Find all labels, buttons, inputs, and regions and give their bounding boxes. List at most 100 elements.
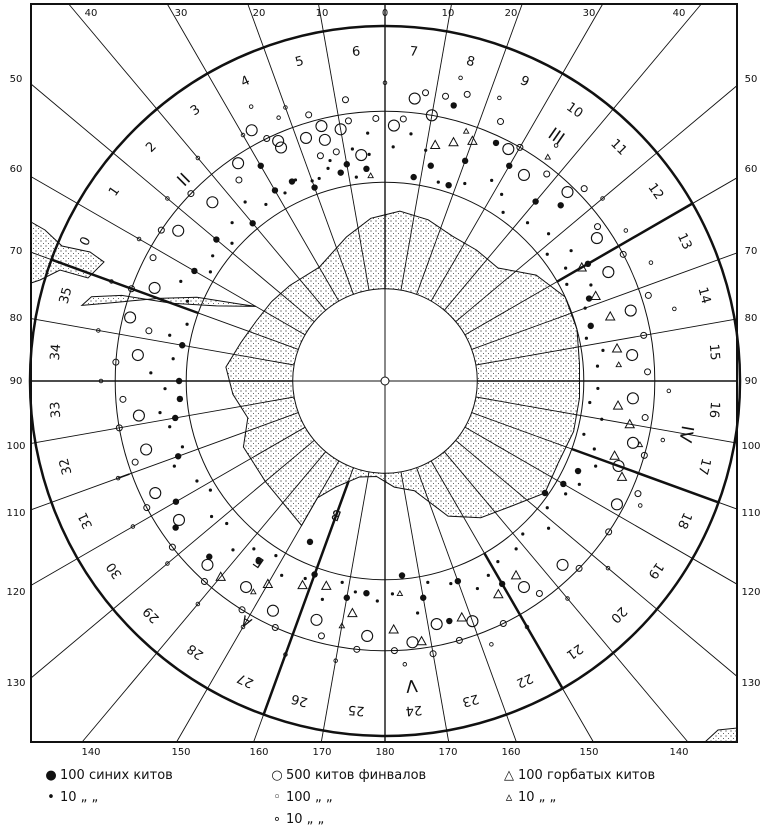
- fin-whale-10-mark: [553, 143, 559, 148]
- fin-whale-100-mark: [390, 647, 398, 655]
- sector-number: 11: [607, 136, 629, 158]
- meridian-line: [455, 439, 738, 677]
- fin-whale-100-mark: [644, 368, 652, 376]
- humpback-whale-100-mark: [467, 135, 478, 145]
- blue-whale-10-mark: [490, 178, 494, 182]
- subarea-letter: Б: [250, 552, 267, 571]
- humpback-whale-100-mark: [320, 580, 332, 590]
- blue-whale-10-mark: [375, 599, 379, 603]
- meridian-line: [320, 471, 370, 743]
- blue-whale-100-mark: [498, 580, 506, 588]
- blue-whale-10-mark: [326, 166, 330, 170]
- south-pole-marker: [380, 376, 390, 386]
- legend-text: 100 горбатых китов: [518, 768, 656, 783]
- fin-whale-500-mark: [556, 558, 569, 571]
- humpback-whale-10-mark: [249, 588, 257, 595]
- blue-whale-100-mark: [257, 162, 264, 169]
- fin-whale-100-mark: [605, 528, 613, 536]
- fin-whale-100-mark: [238, 606, 246, 614]
- blue-whale-10-mark: [475, 586, 480, 591]
- meridian-line: [464, 426, 738, 585]
- fin-whale-10-mark: [565, 596, 570, 601]
- blue-whale-10-mark: [426, 580, 430, 585]
- fin-whale-100-mark: [580, 185, 588, 193]
- fin-whale-10-mark: [497, 95, 502, 101]
- blue-whale-10-mark: [185, 322, 189, 326]
- fin-whale-500-mark: [274, 141, 288, 154]
- fin-whale-500-mark: [148, 281, 161, 294]
- blue-whale-10-mark: [592, 447, 596, 451]
- legend-fin-500: ○500 китов финвалов: [268, 768, 426, 783]
- bottom-longitude-label: 140: [81, 747, 100, 758]
- fin-whale-10-mark: [130, 524, 136, 529]
- antarctic-peninsula: [80, 294, 256, 307]
- fin-whale-10-mark: [165, 561, 170, 566]
- meridian-line: [247, 3, 354, 295]
- fin-whale-500-mark: [272, 134, 285, 148]
- sector-number: 26: [290, 691, 310, 710]
- right-latitude-label: 110: [741, 508, 760, 519]
- bottom-longitude-label: 170: [312, 747, 331, 758]
- left-latitude-label: 90: [10, 376, 23, 387]
- blue-whale-10-mark: [317, 176, 321, 181]
- legend-text: 10 „ „: [286, 812, 325, 827]
- right-latitude-label: 80: [745, 313, 758, 324]
- left-latitude-label: 60: [10, 164, 23, 175]
- fin-whale-100-mark: [442, 92, 450, 100]
- fin-whale-10-mark: [638, 503, 643, 508]
- new-zealand-edge: [703, 727, 738, 743]
- humpback-whale-100-mark: [510, 569, 522, 580]
- blue-whale-10-mark: [252, 547, 256, 551]
- blue-whale-10-mark: [589, 283, 593, 287]
- fin-whale-100-mark: [145, 327, 153, 335]
- blue-whale-10-mark: [583, 306, 587, 310]
- sector-number: 35: [57, 286, 76, 306]
- top-longitude-label: 20: [253, 8, 266, 19]
- fin-whale-100-mark: [497, 118, 505, 126]
- blue-whale-10-mark: [582, 432, 586, 436]
- fin-whale-10-mark: [98, 378, 104, 384]
- blue-whale-10-mark: [521, 532, 525, 536]
- sector-number: 17: [695, 456, 714, 476]
- sector-number: 23: [460, 691, 480, 710]
- blue-whale-100-mark: [541, 489, 549, 497]
- meridian-line: [318, 3, 370, 291]
- blue-whale-10-mark: [391, 145, 395, 149]
- legend-symbol: ●: [45, 768, 57, 783]
- humpback-whale-10-mark: [396, 589, 404, 597]
- humpback-whale-100-mark: [611, 342, 623, 353]
- top-longitude-label: 30: [583, 8, 596, 19]
- blue-whale-10-mark: [231, 548, 235, 552]
- sector-number: 29: [140, 603, 162, 625]
- blue-whale-10-mark: [596, 386, 600, 391]
- blue-whale-10-mark: [545, 506, 549, 510]
- fin-whale-100-mark: [131, 458, 139, 466]
- humpback-whale-100-mark: [429, 139, 441, 149]
- meridian-line: [176, 460, 340, 743]
- fin-whale-100-mark: [372, 114, 380, 122]
- fin-whale-100-mark: [455, 636, 463, 644]
- meridian-line: [475, 396, 738, 444]
- right-latitude-label: 100: [741, 441, 760, 452]
- humpback-whale-100-mark: [612, 399, 624, 410]
- blue-whale-10-mark: [416, 611, 420, 615]
- fin-whale-500-mark: [124, 311, 137, 324]
- humpback-whale-10-mark: [544, 153, 552, 160]
- legend-text: 10 „ „: [60, 790, 99, 805]
- legend-text: 100 „ „: [286, 790, 333, 805]
- fin-whale-100-mark: [168, 543, 176, 551]
- fin-whale-100-mark: [641, 414, 649, 422]
- humpback-whale-100-mark: [456, 611, 468, 622]
- blue-whale-10-mark: [588, 400, 592, 405]
- blue-whale-10-mark: [546, 526, 551, 530]
- humpback-whale-100-mark: [262, 578, 274, 589]
- fin-whale-500-mark: [232, 157, 245, 170]
- fin-whale-500-mark: [590, 232, 603, 245]
- blue-whale-10-mark: [525, 221, 530, 225]
- fin-whale-10-mark: [672, 306, 677, 312]
- blue-whale-10-mark: [390, 592, 395, 596]
- blue-whale-100-mark: [532, 198, 539, 205]
- fin-whale-100-mark: [119, 395, 127, 403]
- sector-number: 33: [48, 401, 64, 419]
- fin-whale-500-mark: [430, 618, 443, 631]
